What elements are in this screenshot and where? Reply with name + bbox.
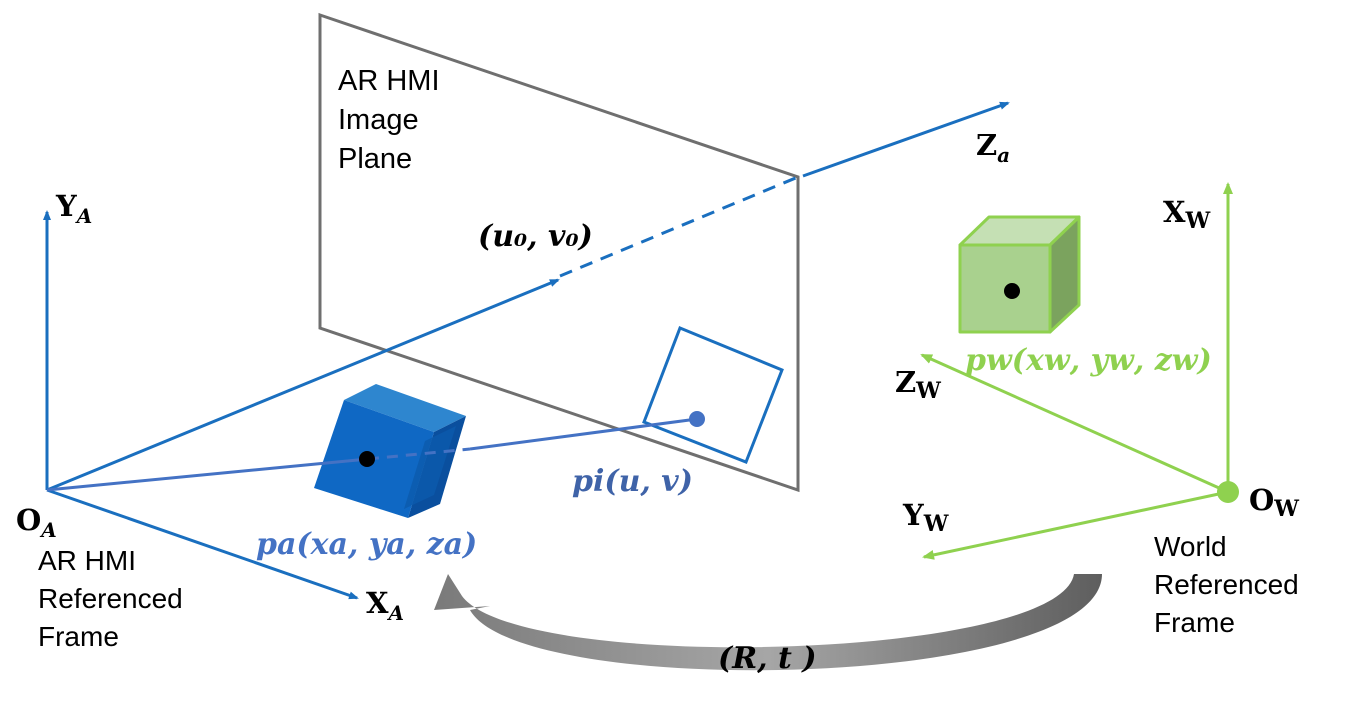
projection-ray: [46, 457, 369, 492]
optical-axis-hidden: [559, 175, 799, 278]
green-cube: [958, 215, 1081, 334]
cube-center-point: [359, 451, 375, 467]
transform-label: (𝑹, 𝒕 ): [718, 641, 817, 676]
green-cube-center-point: [1004, 283, 1020, 299]
blue-cube: [314, 384, 466, 518]
image-plane: [318, 12, 800, 493]
p-i-label: 𝒑𝒊(𝒖, 𝒗): [572, 464, 693, 499]
optical-axis-ray: [46, 278, 560, 492]
x-axis-w-label: XW: [1163, 195, 1211, 234]
image-point: [689, 411, 705, 427]
projected-square: [642, 326, 784, 464]
y-axis-w-label: YW: [902, 498, 949, 537]
x-axis-a-label: XA: [366, 586, 404, 625]
y-axis-a-label: YA: [55, 189, 92, 228]
transform-arrow: [434, 574, 1102, 671]
origin-w-label: OW: [1249, 483, 1299, 522]
world-frame-label: World Referenced Frame: [1154, 531, 1307, 638]
ar-frame-label: AR HMI Referenced Frame: [38, 545, 191, 652]
p-a-label: 𝒑𝒂(𝒙𝒂, 𝒚𝒂, 𝒛𝒂): [256, 527, 477, 562]
projection-ray-hidden: [367, 447, 471, 461]
y-axis-w: [922, 490, 1229, 560]
origin-w-point: [1217, 481, 1239, 503]
p-w-label: 𝒑𝒘(𝒙𝒘, 𝒚𝒘, 𝒛𝒘): [965, 343, 1212, 378]
principal-point-label: (𝒖₀, 𝒗₀): [478, 219, 593, 254]
z-axis-w: [920, 353, 1229, 494]
z-axis-w-label: ZW: [895, 365, 941, 404]
z-axis-a-label: Za: [976, 128, 1010, 167]
z-axis-a: [802, 101, 1010, 178]
image-plane-label: AR HMI Image Plane: [338, 65, 448, 175]
projection-ray-front: [469, 417, 698, 451]
origin-a-label: OA: [16, 503, 57, 542]
x-axis-a: [46, 488, 359, 600]
